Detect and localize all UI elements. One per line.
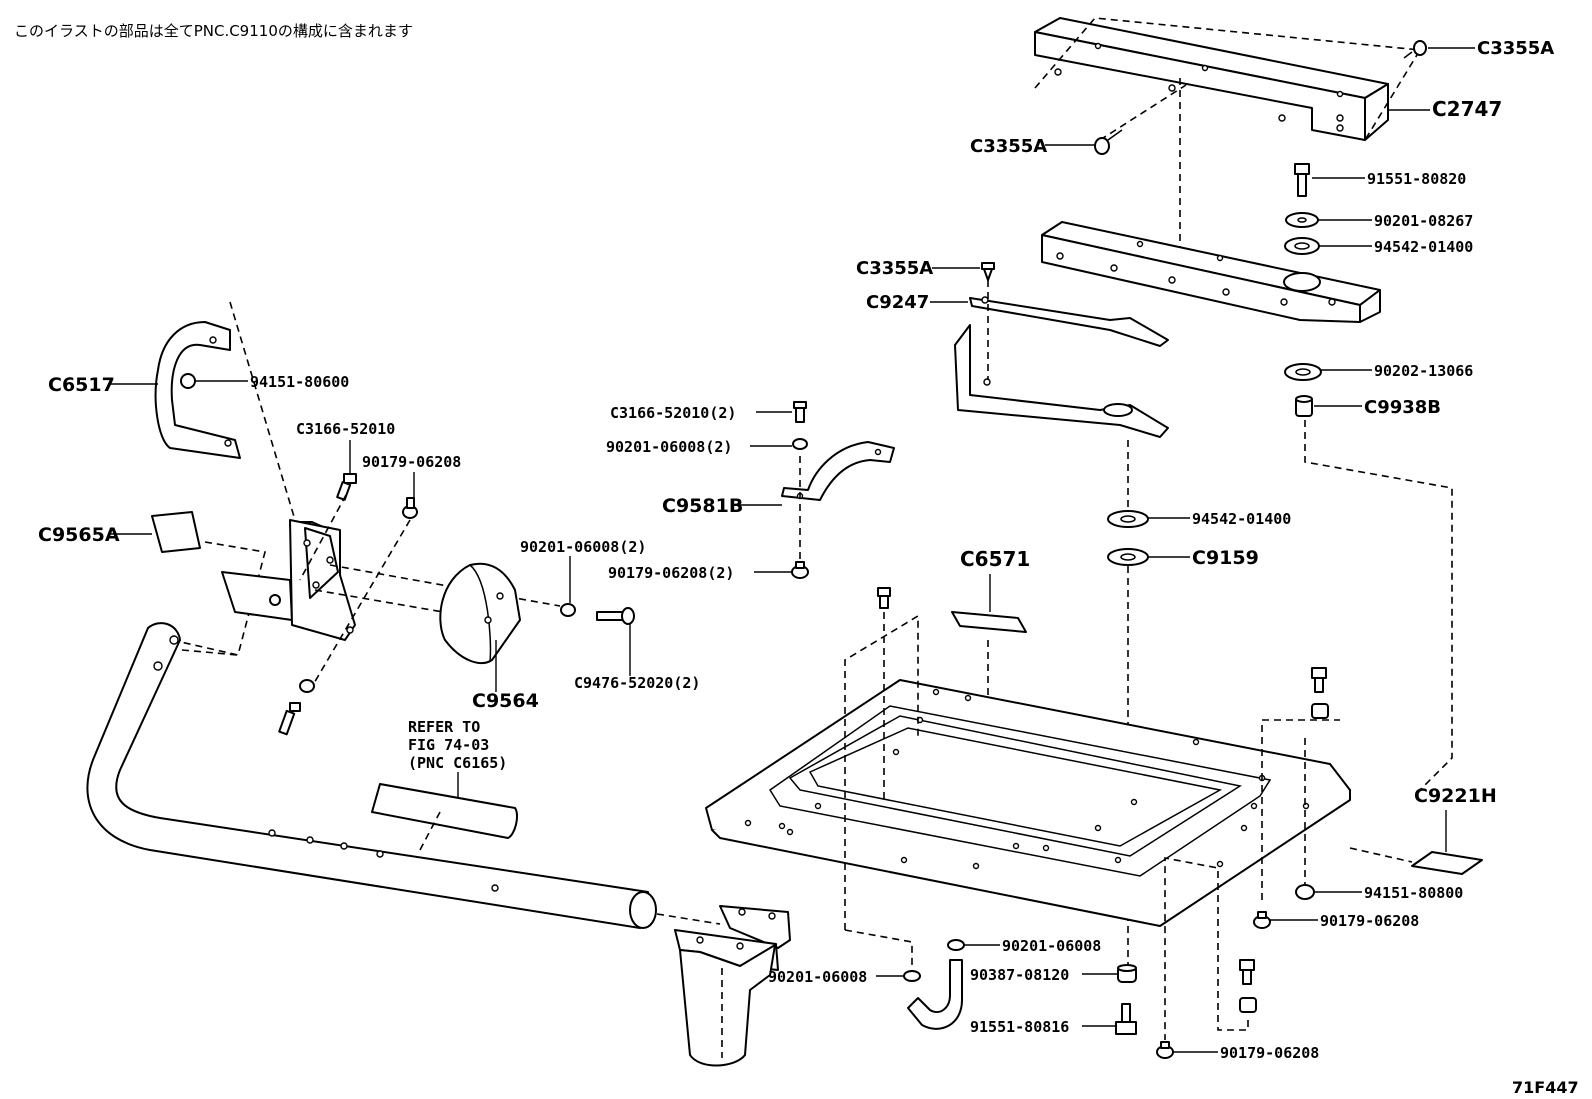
- washer-90202-13066: [1284, 363, 1322, 381]
- channel-c2747: [1034, 17, 1389, 141]
- collar-right: [1311, 703, 1329, 719]
- header-note: このイラストの部品は全てPNC.C9110の構成に含まれます: [14, 22, 413, 40]
- bumper-c9564: [439, 562, 521, 665]
- tray-base: [705, 679, 1351, 927]
- screw-c3355a-top: [1403, 40, 1427, 59]
- mount-bracket-assembly: [221, 519, 356, 641]
- nut-small: [299, 679, 315, 693]
- label-c3166-52010-2: C3166-52010(2): [610, 404, 736, 422]
- nut-94151-80600: [180, 373, 196, 389]
- label-90201-08267: 90201-08267: [1374, 212, 1473, 230]
- strap-c9581b: [781, 441, 895, 501]
- washer-90201-08267: [1285, 212, 1319, 228]
- washer-c9159: [1107, 548, 1149, 566]
- label-c9221h: C9221H: [1414, 785, 1497, 807]
- clip-hook: [907, 959, 963, 1030]
- label-c3355a-left: C3355A: [970, 136, 1047, 157]
- nut-90179-06208-a: [402, 497, 418, 519]
- label-90387-08120: 90387-08120: [970, 966, 1069, 984]
- label-c6571: C6571: [960, 547, 1030, 571]
- label-c9247: C9247: [866, 292, 929, 313]
- collar-90387-08120: [1117, 964, 1137, 983]
- bolt-c9476-52020: [596, 607, 635, 625]
- label-90201-06008-2a: 90201-06008(2): [606, 438, 732, 456]
- label-c3166-52010: C3166-52010: [296, 420, 395, 438]
- label-90201-06008-a: 90201-06008: [1002, 937, 1101, 955]
- bolt-lower-right: [1239, 959, 1257, 1013]
- label-90179-06208-a: 90179-06208: [362, 453, 461, 471]
- label-90179-06208-c: 90179-06208: [1220, 1044, 1319, 1062]
- label-c9159: C9159: [1192, 547, 1259, 569]
- washer-90201-06008-b: [903, 970, 921, 982]
- cross-member: [1041, 221, 1381, 323]
- label-91551-80820: 91551-80820: [1367, 170, 1466, 188]
- bracket-c6517: [154, 321, 241, 459]
- refer-line1: REFER TO: [408, 718, 480, 736]
- figure-code: 71F447: [1512, 1078, 1579, 1097]
- pad-c9221h: [1411, 851, 1483, 875]
- label-94151-80600: 94151-80600: [250, 373, 349, 391]
- screw-c3355a-mid: [981, 262, 995, 281]
- screw-c3355a-left: [1094, 129, 1123, 155]
- label-c3355a-mid: C3355A: [856, 258, 933, 279]
- nut-90179-06208-2: [791, 561, 809, 579]
- pad-c9565a: [151, 511, 201, 553]
- label-94542-01400-b: 94542-01400: [1192, 510, 1291, 528]
- washer-90201-06008-2b: [560, 603, 576, 617]
- label-c2747: C2747: [1432, 97, 1502, 121]
- bolt-tray-top: [877, 587, 891, 609]
- label-c9938b: C9938B: [1364, 397, 1441, 418]
- washer-90201-06008-a: [947, 939, 965, 951]
- label-c3355a-top: C3355A: [1477, 38, 1554, 59]
- bolt-c3166-52010: [336, 473, 357, 501]
- nut-94151-80800: [1295, 884, 1315, 900]
- bolt-c3166-52010-2: [793, 401, 807, 423]
- label-90179-06208-b: 90179-06208: [1320, 912, 1419, 930]
- label-c9476-52020: C9476-52020(2): [574, 674, 700, 692]
- bolt-small: [278, 702, 301, 736]
- label-c9581b: C9581B: [662, 495, 743, 517]
- label-94151-80800: 94151-80800: [1364, 884, 1463, 902]
- label-90179-06208-2: 90179-06208(2): [608, 564, 734, 582]
- bolt-91551-80816: [1115, 1003, 1137, 1035]
- label-94542-01400-a: 94542-01400: [1374, 238, 1473, 256]
- washer-90201-06008-2a: [792, 438, 808, 450]
- label-90202-13066: 90202-13066: [1374, 362, 1473, 380]
- collar-c9938b: [1295, 395, 1313, 417]
- pad-c6571: [951, 611, 1027, 633]
- nut-90179-06208-c: [1156, 1041, 1174, 1059]
- short-tube-ref: [371, 783, 518, 839]
- washer-94542-01400-a: [1284, 237, 1320, 255]
- lower-bracket: [674, 905, 791, 1067]
- bolt-91551-80820: [1294, 163, 1310, 197]
- label-90201-06008-b: 90201-06008: [768, 968, 867, 986]
- refer-line3: (PNC C6165): [408, 754, 507, 772]
- main-tube: [86, 622, 657, 929]
- washer-94542-01400-b: [1107, 510, 1149, 528]
- bolt-right-upper: [1311, 667, 1327, 693]
- bracket-c9247: [954, 296, 1169, 438]
- nut-90179-06208-b: [1253, 911, 1271, 929]
- label-c9564: C9564: [472, 690, 539, 712]
- label-c9565a: C9565A: [38, 524, 120, 546]
- label-c6517: C6517: [48, 374, 115, 396]
- label-90201-06008-2b: 90201-06008(2): [520, 538, 646, 556]
- label-91551-80816: 91551-80816: [970, 1018, 1069, 1036]
- refer-line2: FIG 74-03: [408, 736, 489, 754]
